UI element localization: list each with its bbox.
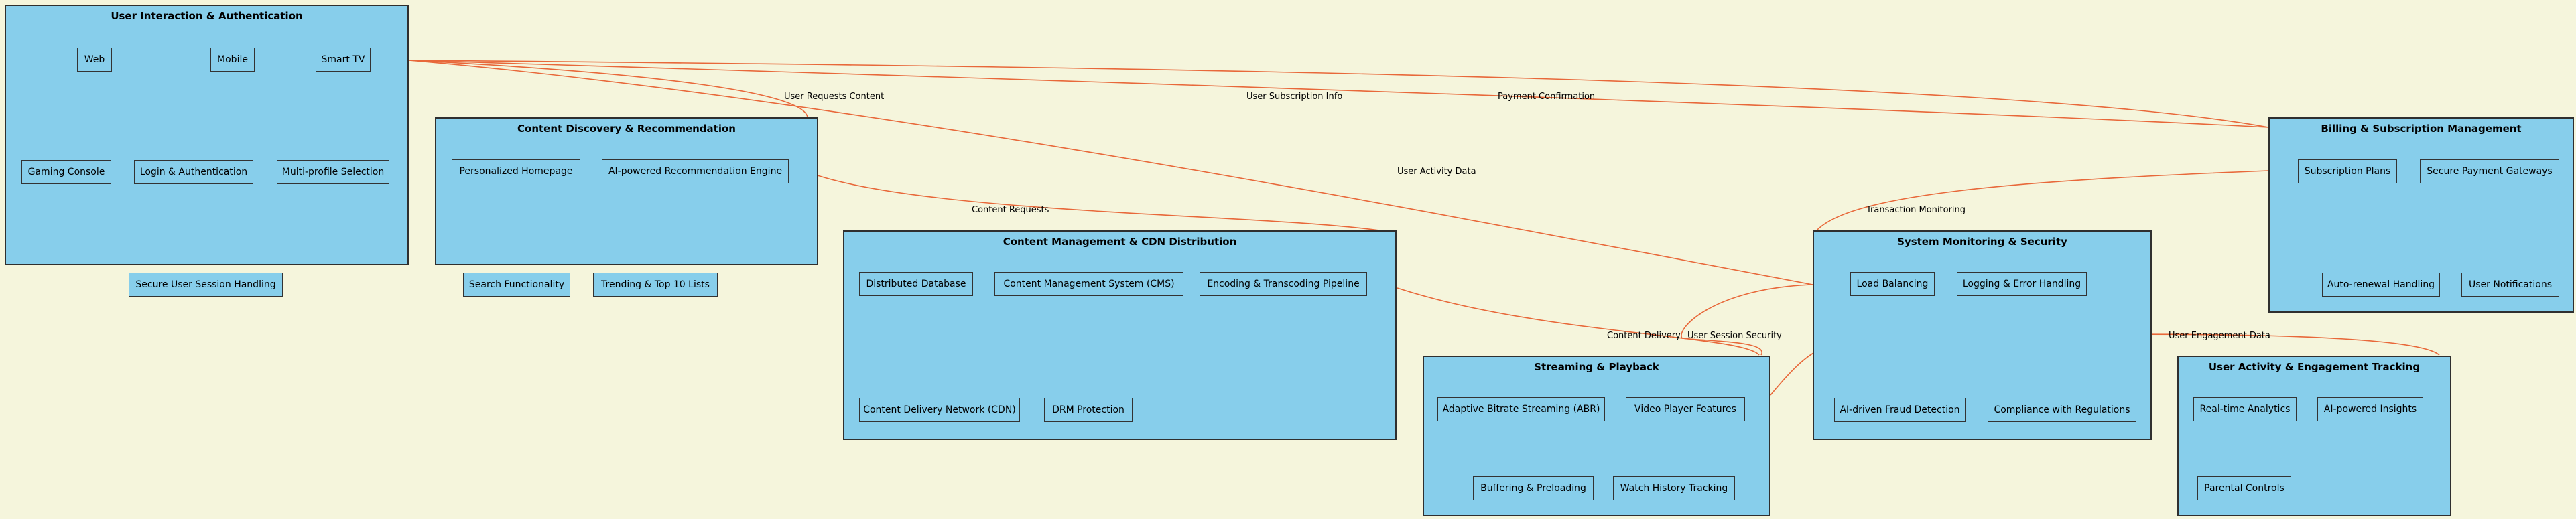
node-parental-controls[interactable]: Parental Controls [2197, 476, 2291, 500]
edge-label: Content Delivery [1607, 331, 1681, 341]
edge-payment-confirmation: Payment Confirmation [408, 60, 2269, 128]
edge-label: User Subscription Info [1246, 92, 1342, 102]
node-user-notifications[interactable]: User Notifications [2461, 273, 2559, 297]
node-buffering-preloading[interactable]: Buffering & Preloading [1473, 476, 1594, 500]
cluster-user-interaction-authentication: User Interaction & Authentication Web Mo… [5, 5, 409, 297]
node-multi-profile-selection[interactable]: Multi-profile Selection [277, 160, 389, 184]
cluster-title: System Monitoring & Security [1897, 236, 2067, 248]
cluster-title: Content Discovery & Recommendation [517, 123, 736, 135]
node-auto-renewal-handling[interactable]: Auto-renewal Handling [2322, 273, 2440, 297]
node-drm-protection[interactable]: DRM Protection [1044, 398, 1133, 422]
node-load-balancing[interactable]: Load Balancing [1850, 272, 1935, 296]
node-subscription-plans[interactable]: Subscription Plans [2298, 159, 2397, 183]
cluster-content-discovery-recommendation: Content Discovery & Recommendation Perso… [435, 117, 818, 297]
cluster-title: User Activity & Engagement Tracking [2208, 361, 2421, 373]
cluster-user-activity-engagement: User Activity & Engagement Tracking Real… [2177, 356, 2451, 516]
node-gaming-console[interactable]: Gaming Console [21, 160, 111, 184]
edge-content-requests: Content Requests [817, 175, 1384, 232]
node-real-time-analytics[interactable]: Real-time Analytics [2193, 397, 2297, 421]
node-web[interactable]: Web [77, 48, 112, 72]
cluster-title: Content Management & CDN Distribution [1003, 236, 1237, 248]
node-smart-tv[interactable]: Smart TV [316, 48, 371, 72]
node-watch-history-tracking[interactable]: Watch History Tracking [1613, 476, 1735, 500]
cluster-streaming-playback: Streaming & Playback Adaptive Bitrate St… [1423, 356, 1770, 516]
node-secure-user-session-handling[interactable]: Secure User Session Handling [129, 273, 283, 297]
edge-transaction-monitoring: Transaction Monitoring [1815, 170, 2269, 232]
edge-label: Payment Confirmation [1498, 92, 1595, 102]
cluster-title: User Interaction & Authentication [111, 10, 303, 22]
edge-label: User Session Security [1687, 331, 1782, 341]
node-personalized-homepage[interactable]: Personalized Homepage [452, 159, 580, 183]
node-video-player-features[interactable]: Video Player Features [1626, 397, 1745, 421]
node-login-authentication[interactable]: Login & Authentication [134, 160, 253, 184]
node-mobile[interactable]: Mobile [210, 48, 255, 72]
cluster-title: Streaming & Playback [1534, 361, 1659, 373]
node-ai-insights[interactable]: AI-powered Insights [2317, 397, 2423, 421]
edge-user-subscription-info: User Subscription Info [408, 60, 2269, 128]
cluster-title: Billing & Subscription Management [2321, 123, 2522, 135]
node-trending-top-10[interactable]: Trending & Top 10 Lists [593, 273, 718, 297]
node-secure-payment-gateways[interactable]: Secure Payment Gateways [2420, 159, 2559, 183]
node-distributed-database[interactable]: Distributed Database [859, 272, 973, 296]
node-logging-error-handling[interactable]: Logging & Error Handling [1957, 272, 2087, 296]
edge-user-requests-content: User Requests Content [408, 60, 884, 118]
edge-label: User Activity Data [1397, 167, 1476, 177]
node-cms[interactable]: Content Management System (CMS) [994, 272, 1183, 296]
edge-user-session-security: User Session Security [1681, 284, 1813, 356]
node-ai-recommendation-engine[interactable]: AI-powered Recommendation Engine [602, 159, 789, 183]
node-encoding-transcoding[interactable]: Encoding & Transcoding Pipeline [1200, 272, 1367, 296]
cluster-billing-subscription: Billing & Subscription Management Subscr… [2268, 117, 2574, 313]
edge-label: User Requests Content [784, 92, 884, 102]
node-abr[interactable]: Adaptive Bitrate Streaming (ABR) [1437, 397, 1605, 421]
node-ai-fraud-detection[interactable]: AI-driven Fraud Detection [1834, 398, 1966, 422]
edge-label: Content Requests [972, 205, 1049, 215]
edge-user-activity-data: User Activity Data [408, 60, 1813, 285]
node-compliance-regulations[interactable]: Compliance with Regulations [1988, 398, 2136, 422]
edge-label: User Engagement Data [2169, 331, 2270, 341]
node-search-functionality[interactable]: Search Functionality [463, 273, 570, 297]
cluster-system-monitoring-security: System Monitoring & Security Load Balanc… [1813, 230, 2152, 440]
edge-label: Transaction Monitoring [1866, 205, 1966, 215]
node-cdn[interactable]: Content Delivery Network (CDN) [859, 398, 1020, 422]
edge-content-delivery: Content Delivery [1397, 287, 1760, 356]
cluster-content-management-cdn: Content Management & CDN Distribution Di… [843, 230, 1397, 440]
